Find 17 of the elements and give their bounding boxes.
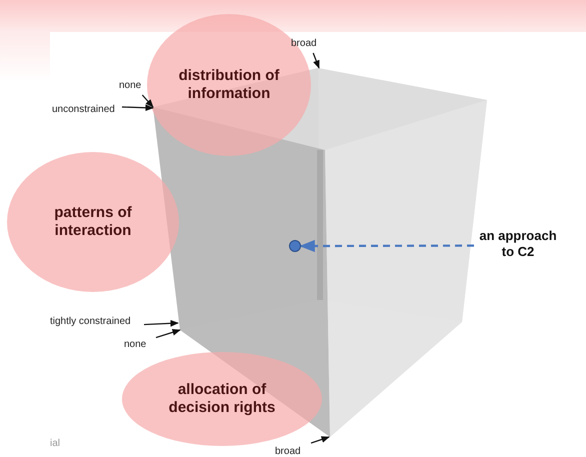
leader-arrow <box>156 329 181 338</box>
leader-arrow <box>122 104 154 112</box>
footer-text: ial <box>50 437 60 451</box>
leader-arrow <box>144 320 179 327</box>
leader-arrow <box>310 436 330 444</box>
dashed-arrow <box>299 240 474 252</box>
axis-end-label: none <box>124 338 154 352</box>
leader-arrow <box>142 94 154 108</box>
axis-end-label: broad <box>275 445 309 457</box>
axis-end-label: tightly constrained <box>50 315 142 329</box>
annotation-text: an approach to C2 <box>476 228 560 268</box>
axis-end-label: none <box>119 79 149 93</box>
leader-arrow <box>312 52 320 69</box>
axis-end-label: broad <box>291 37 325 51</box>
ellipse-label: allocation of decision rights <box>122 352 322 446</box>
ellipse-label: patterns of interaction <box>7 152 179 292</box>
axis-end-label: unconstrained <box>52 103 120 117</box>
